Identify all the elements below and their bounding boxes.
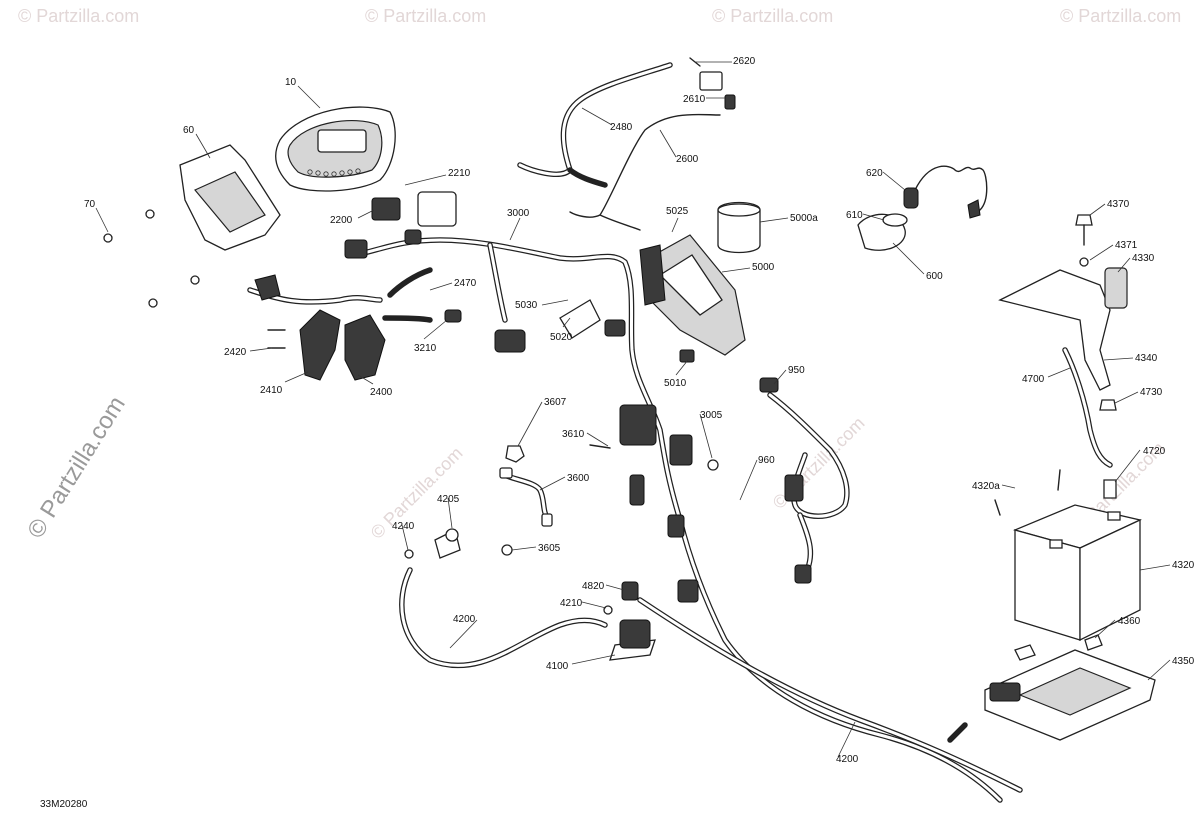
callout-5025[interactable]: 5025 [666,206,689,217]
callout-960[interactable]: 960 [758,455,775,466]
callout-4200[interactable]: 4200 [836,754,859,765]
callout-2470[interactable]: 2470 [454,278,477,289]
callout-4320a[interactable]: 4320a [972,481,1000,492]
callout-5000[interactable]: 5000 [752,262,775,273]
callout-70[interactable]: 70 [84,199,96,210]
callout-60[interactable]: 60 [183,125,195,136]
callouts: 10 60 70 2210 2200 3000 2620 2610 2480 2… [84,56,1195,765]
callout-5020[interactable]: 5020 [550,332,573,343]
battery-tray-4350 [984,649,1156,741]
callout-5000a[interactable]: 5000a [790,213,818,224]
callout-3607[interactable]: 3607 [544,397,567,408]
callout-2210[interactable]: 2210 [448,168,471,179]
solenoid-4100 [609,619,656,661]
connector-2200 [371,197,401,221]
callout-2420[interactable]: 2420 [224,347,247,358]
battery-4320 [1013,504,1142,642]
callout-2600[interactable]: 2600 [676,154,699,165]
screws-70 [103,209,200,308]
side-watermark: © Partzilla.com [22,392,131,543]
callout-4210[interactable]: 4210 [560,598,583,609]
callout-5030[interactable]: 5030 [515,300,538,311]
diagram-code: 33M20280 [40,799,88,810]
callout-4200[interactable]: 4200 [453,614,476,625]
faint-watermark: © Partzilla.com [1060,6,1181,26]
callout-4370[interactable]: 4370 [1107,199,1130,210]
switch-housing-2400 [344,314,386,381]
callout-4360[interactable]: 4360 [1118,616,1141,627]
callout-610[interactable]: 610 [846,210,863,221]
switch-housing-2410 [299,309,341,381]
faint-watermark: © Partzilla.com [365,6,486,26]
faint-watermark: © Partzilla.com [18,6,139,26]
callout-4720[interactable]: 4720 [1143,446,1166,457]
callout-600[interactable]: 600 [926,271,943,282]
callout-4100[interactable]: 4100 [546,661,569,672]
callout-620[interactable]: 620 [866,168,883,179]
callout-4205[interactable]: 4205 [437,494,460,505]
callout-2200[interactable]: 2200 [330,215,353,226]
callout-4371[interactable]: 4371 [1115,240,1138,251]
callout-3005[interactable]: 3005 [700,410,723,421]
callout-3610[interactable]: 3610 [562,429,585,440]
gauge-cluster [275,106,396,192]
callout-2480[interactable]: 2480 [610,122,633,133]
leader-lines [95,61,1171,758]
callout-4700[interactable]: 4700 [1022,374,1045,385]
callout-4730[interactable]: 4730 [1140,387,1163,398]
callout-2400[interactable]: 2400 [370,387,393,398]
callout-4340[interactable]: 4340 [1135,353,1158,364]
callout-4330[interactable]: 4330 [1132,253,1155,264]
bracket-4340 [998,269,1111,391]
faint-watermark: © Partzilla.com [712,6,833,26]
faint-watermark: © Partzilla.com [769,413,869,513]
callout-4350[interactable]: 4350 [1172,656,1195,667]
callout-3000[interactable]: 3000 [507,208,530,219]
callout-950[interactable]: 950 [788,365,805,376]
parts [103,57,1156,741]
callout-4820[interactable]: 4820 [582,581,605,592]
callout-3605[interactable]: 3605 [538,543,561,554]
callout-4320[interactable]: 4320 [1172,560,1195,571]
callout-5010[interactable]: 5010 [664,378,687,389]
switch-2610 [699,71,723,91]
callout-2610[interactable]: 2610 [683,94,706,105]
callout-10[interactable]: 10 [285,77,297,88]
callout-3600[interactable]: 3600 [567,473,590,484]
callout-4240[interactable]: 4240 [392,521,415,532]
callout-3210[interactable]: 3210 [414,343,437,354]
callout-2410[interactable]: 2410 [260,385,283,396]
callout-2620[interactable]: 2620 [733,56,756,67]
